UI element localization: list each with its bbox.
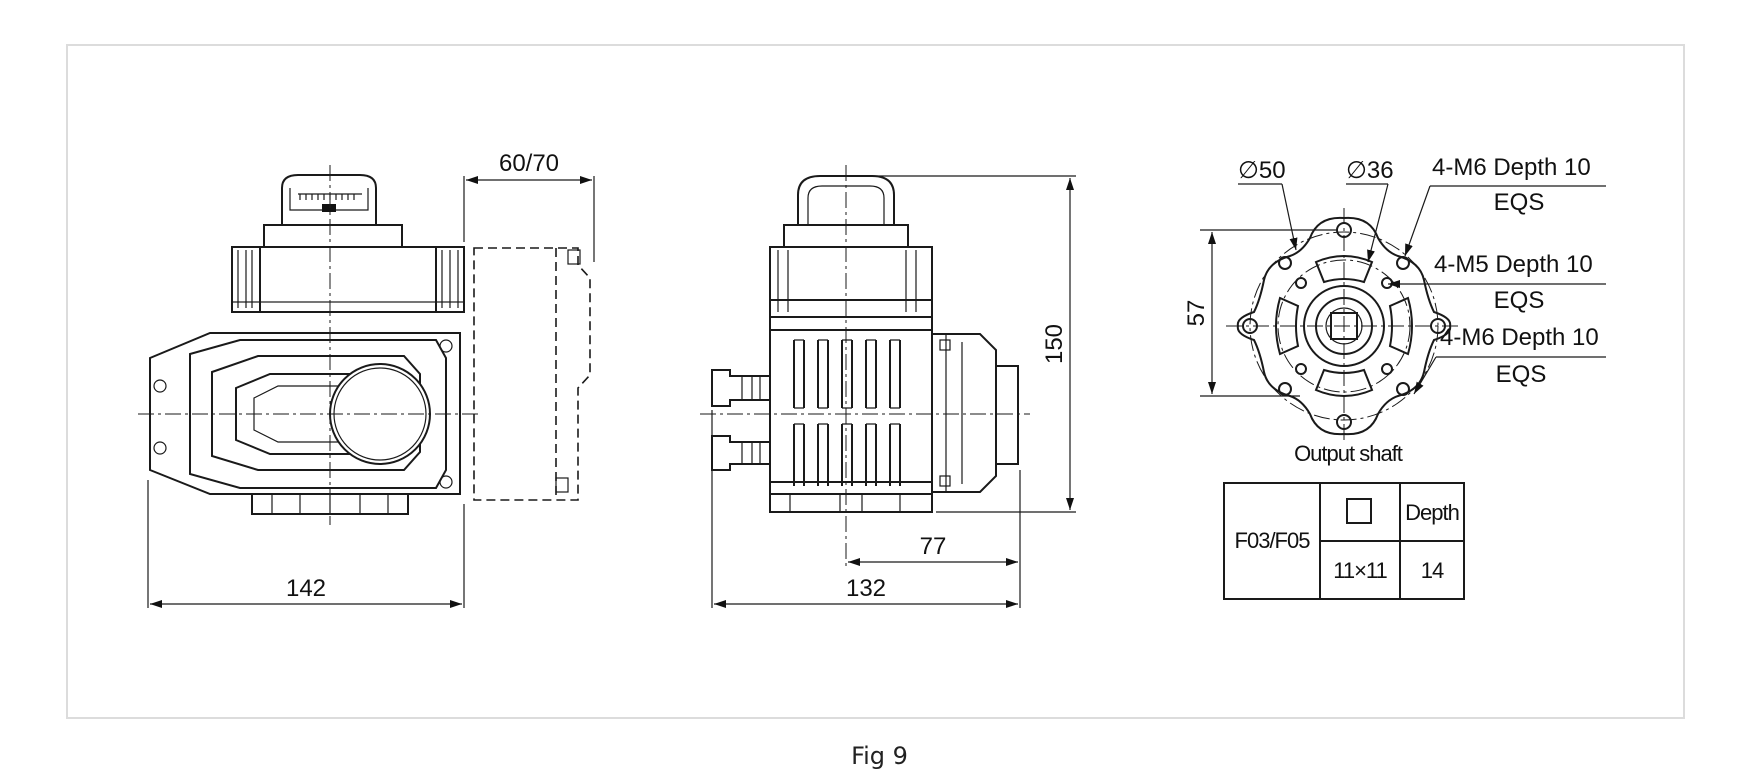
side-offset-dim: 77 [920,533,947,560]
m6-top-line1: 4-M6 Depth 10 [1432,154,1591,181]
technical-drawing: 60/70 142 [138,150,1606,608]
output-shaft-table: Output shaft F03/F05 Depth 11×11 14 [1223,441,1465,600]
side-width-dim: 132 [846,575,886,602]
table-square-value: 11×11 [1333,558,1387,583]
side-height-dim: 150 [1041,324,1068,364]
m5-line2: EQS [1494,287,1545,314]
m5-line1: 4-M5 Depth 10 [1434,251,1593,278]
table-flange: F03/F05 [1235,528,1311,553]
front-width-dim: 142 [286,575,326,602]
flange-height-dim: 57 [1183,300,1210,327]
m6-side-line2: EQS [1496,361,1547,388]
figure-caption: Fig 9 [851,742,908,770]
table-depth-header: Depth [1405,500,1459,525]
output-shaft-title: Output shaft [1294,441,1403,466]
flange-view: 57 ∅50 ∅36 4-M6 Depth 10 EQS 4-M5 Depth … [1183,154,1606,444]
m6-top-line2: EQS [1494,189,1545,216]
pcd-outer-label: ∅50 [1238,157,1286,184]
front-depth-dim: 60/70 [499,150,559,177]
square-drive-icon [1346,498,1372,524]
pcd-inner-label: ∅36 [1346,157,1394,184]
side-view: 150 77 132 [700,165,1076,608]
drawing-frame [66,44,1685,719]
front-view: 60/70 142 [138,150,595,608]
m6-side-line1: 4-M6 Depth 10 [1440,324,1599,351]
table-depth-value: 14 [1421,558,1444,583]
